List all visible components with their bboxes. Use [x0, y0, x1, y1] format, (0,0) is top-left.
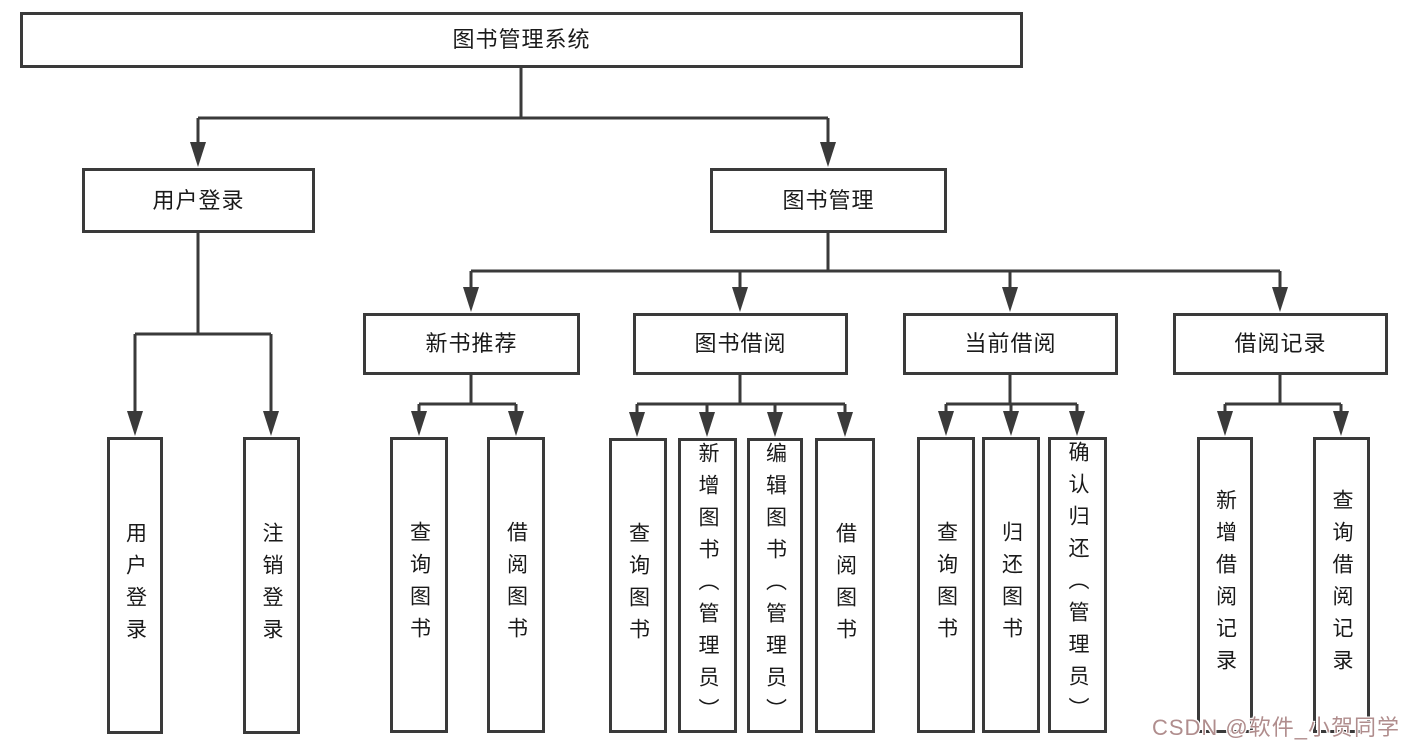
- node-borrowing-records: 借阅记录: [1173, 313, 1388, 375]
- node-library-system: 图书管理系统: [20, 12, 1023, 68]
- leaf-current-query-books: 查询图书: [917, 437, 975, 733]
- leaf-label: 归还图书: [999, 521, 1023, 649]
- leaf-borrowing-query-books: 查询图书: [609, 438, 667, 733]
- csdn-watermark: CSDN @软件_小贺同学: [1151, 715, 1400, 740]
- leaf-label: 查询图书: [407, 521, 431, 649]
- leaf-current-confirm-return-admin: 确认归还（管理员）: [1048, 437, 1107, 733]
- leaf-label: 注销登录: [260, 521, 283, 650]
- leaf-recommend-borrow-books: 借阅图书: [487, 437, 545, 733]
- leaf-label: 查询图书: [934, 521, 958, 649]
- leaf-records-add-record: 新增借阅记录: [1197, 437, 1253, 733]
- leaf-recommend-query-books: 查询图书: [390, 437, 448, 733]
- leaf-label: 编辑图书（管理员）: [763, 441, 787, 730]
- leaf-borrowing-edit-books-admin: 编辑图书（管理员）: [747, 438, 803, 733]
- leaf-current-return-books: 归还图书: [982, 437, 1040, 733]
- leaf-label: 新增图书（管理员）: [696, 441, 719, 730]
- node-new-book-recommend: 新书推荐: [363, 313, 580, 375]
- leaf-label: 确认归还（管理员）: [1066, 441, 1089, 729]
- leaf-user-login: 用户登录: [107, 437, 163, 734]
- node-user-login: 用户登录: [82, 168, 315, 233]
- node-current-borrowing: 当前借阅: [903, 313, 1118, 375]
- leaf-label: 查询借阅记录: [1330, 489, 1353, 681]
- node-book-borrowing: 图书借阅: [633, 313, 848, 375]
- leaf-label: 用户登录: [123, 521, 147, 650]
- leaf-label: 查询图书: [626, 521, 650, 650]
- leaf-label: 借阅图书: [833, 521, 857, 650]
- leaf-logout: 注销登录: [243, 437, 300, 734]
- leaf-label: 借阅图书: [504, 521, 528, 649]
- leaf-borrowing-add-books-admin: 新增图书（管理员）: [678, 438, 737, 733]
- node-book-management: 图书管理: [710, 168, 947, 233]
- leaf-borrowing-borrow-books: 借阅图书: [815, 438, 875, 733]
- leaf-label: 新增借阅记录: [1213, 489, 1237, 681]
- leaf-records-query-record: 查询借阅记录: [1313, 437, 1370, 733]
